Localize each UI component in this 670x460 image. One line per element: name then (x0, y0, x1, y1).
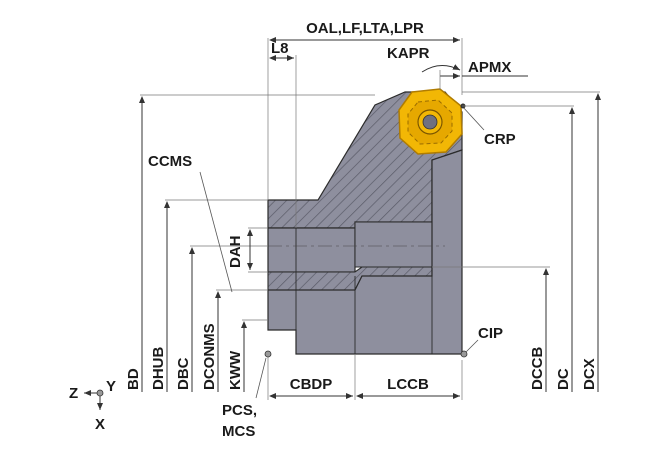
label-bd: BD (125, 368, 142, 390)
label-pcs: PCS, (222, 402, 257, 419)
label-axis-y: Y (106, 378, 116, 395)
label-dc: DC (555, 368, 572, 390)
bore-region (267, 227, 356, 273)
label-apmx: APMX (468, 59, 511, 76)
label-lccb: LCCB (387, 376, 429, 393)
label-axis-z: Z (69, 385, 78, 402)
label-cbdp: CBDP (290, 376, 333, 393)
label-kww: KWW (227, 350, 244, 390)
label-crp: CRP (484, 131, 516, 148)
label-dhub: DHUB (150, 347, 167, 390)
label-oal: OAL,LF,LTA,LPR (306, 20, 424, 37)
label-dccb: DCCB (529, 347, 546, 390)
left-dimensions (139, 94, 375, 392)
label-dah: DAH (227, 236, 244, 269)
label-dbc: DBC (175, 357, 192, 390)
axis-symbol (84, 389, 104, 410)
lower-body (267, 149, 463, 355)
bottom-dimensions (255, 350, 463, 400)
insert (398, 88, 463, 155)
label-mcs: MCS (222, 423, 255, 440)
label-kapr: KAPR (387, 45, 430, 62)
label-axis-x: X (95, 416, 105, 433)
label-cip: CIP (478, 325, 503, 342)
label-l8: L8 (271, 40, 289, 57)
labels: OAL,LF,LTA,LPR L8 KAPR APMX CRP CCMS DAH… (69, 20, 598, 440)
label-dconms: DCONMS (201, 323, 218, 390)
right-dimensions (432, 91, 601, 392)
top-dimensions (267, 37, 528, 228)
label-dcx: DCX (581, 358, 598, 390)
label-ccms: CCMS (148, 153, 192, 170)
